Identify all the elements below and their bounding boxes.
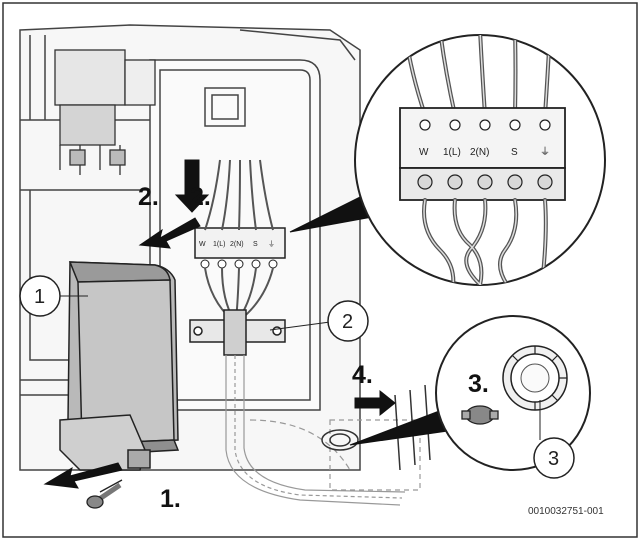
terminal-label-2n: 2(N): [470, 147, 489, 158]
step-label-4: 4.: [352, 361, 373, 389]
terminal-label-small-w: W: [199, 241, 206, 248]
access-window: [204, 87, 246, 127]
terminal-label-w: W: [419, 147, 429, 158]
step-label-2b: 2.: [190, 183, 211, 211]
terminal-label-ground: ⏚: [540, 146, 550, 158]
arrow-step4: [354, 389, 396, 417]
grommet-zoom-callout: [435, 315, 591, 471]
arrow-step2-down: [174, 159, 210, 213]
callout-1-label: 1: [34, 286, 45, 308]
arrow-step2-left: [138, 217, 201, 249]
control-unit-component: [54, 49, 156, 175]
figure-id: 0010032751-001: [528, 506, 604, 517]
terminal-label-small-2n: 2(N): [230, 241, 244, 248]
cover-screw: [86, 479, 123, 509]
step-label-3: 3.: [468, 370, 489, 398]
strain-relief-clamp: [189, 309, 286, 356]
terminal-label-1l: 1(L): [443, 147, 461, 158]
step-label-2a: 2.: [138, 183, 159, 211]
mains-cable: [225, 355, 421, 506]
front-cover-plate: [59, 261, 180, 471]
arrow-step1: [43, 462, 123, 489]
terminal-label-s: S: [511, 147, 518, 158]
callout-leaders: [60, 295, 541, 440]
terminal-block-small: W 1(L) 2(N) S ⏚: [194, 227, 286, 269]
wires-small: [204, 159, 274, 321]
callout-2-label: 2: [342, 311, 353, 333]
terminal-label-small-1l: 1(L): [213, 241, 225, 248]
callout-3-label: 3: [548, 448, 559, 470]
terminal-label-small-ground: ⏚: [268, 240, 275, 248]
callout-1: 1: [19, 275, 61, 317]
callout-2: 2: [327, 300, 369, 342]
terminal-zoom-callout: W 1(L) 2(N) S ⏚: [354, 34, 606, 286]
step-label-1: 1.: [160, 485, 181, 513]
callout-3: 3: [533, 437, 575, 479]
terminal-label-small-s: S: [253, 241, 258, 248]
